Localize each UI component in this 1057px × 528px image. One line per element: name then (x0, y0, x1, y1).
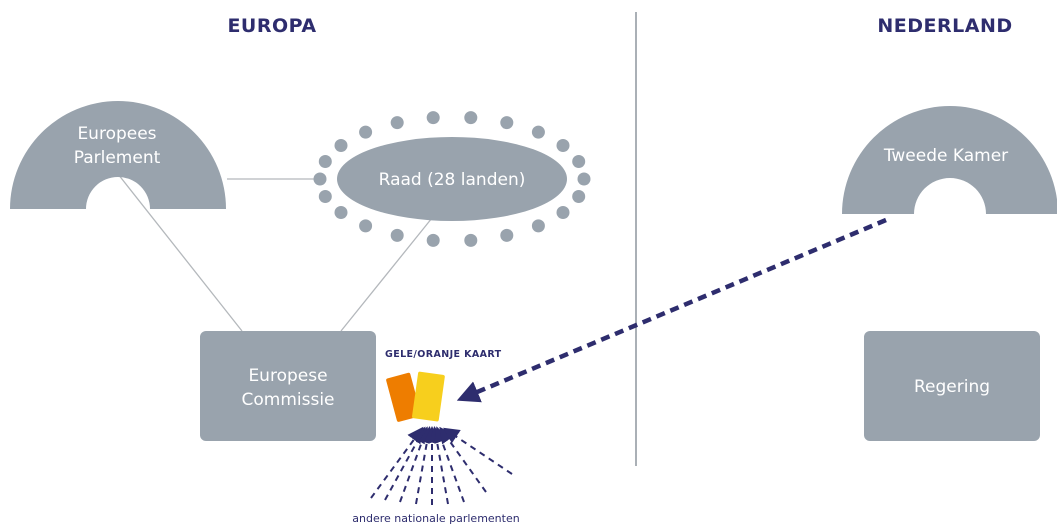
raad-seat-dot (464, 111, 478, 125)
europees-parlement-shape (10, 101, 226, 209)
raad-seat-dot (318, 190, 332, 203)
raad-seat-dot (500, 228, 514, 242)
raad-seat-dot (359, 125, 373, 139)
raad-seat-dot (390, 228, 404, 242)
raad-seat-dot (426, 111, 440, 125)
raad-seat-dot (464, 233, 478, 247)
regering-label: Regering (914, 377, 990, 397)
arrow-tweede-kamer-to-kaart (456, 217, 887, 403)
raad-seat-dots (313, 111, 591, 247)
europees-parlement-label-line2: Parlement (74, 148, 161, 168)
raad-seat-dot (313, 172, 327, 186)
arrow-nationaal-parlement (439, 426, 487, 493)
orange-card-icon (386, 372, 422, 422)
arrow-nationaal-parlement (370, 426, 424, 499)
europese-commissie-box (200, 331, 376, 441)
arrow-nationaal-parlement (429, 426, 449, 505)
raad-seat-dot (426, 233, 440, 247)
tweede-kamer-label: Tweede Kamer (883, 146, 1008, 166)
connector-parlement-commissie (117, 173, 243, 332)
connector-raad-commissie (340, 217, 433, 332)
connector-lines (117, 173, 433, 332)
kaart-label: GELE/ORANJE KAART (385, 349, 502, 360)
arrow-nationaal-parlement (443, 427, 513, 475)
europese-commissie-label-line1: Europese (248, 366, 327, 386)
raad-seat-dot (572, 155, 586, 168)
raad-seat-dot (318, 155, 332, 168)
europese-commissie-label-line2: Commissie (241, 390, 334, 410)
heading-europa: EUROPA (227, 15, 316, 37)
raad-seat-dot (577, 172, 591, 186)
raad-seat-dot (531, 125, 545, 139)
raad-label: Raad (28 landen) (379, 170, 526, 190)
raad-seat-dot (500, 116, 514, 130)
raad-seat-dot (390, 116, 404, 130)
raad-seat-dot (334, 139, 348, 152)
heading-nederland: NEDERLAND (877, 15, 1012, 37)
raad-seat-dot (531, 219, 545, 233)
raad-council: Raad (28 landen) (313, 111, 591, 247)
yellow-card-icon (412, 371, 445, 422)
raad-seat-dot (572, 190, 586, 203)
arrow-nationaal-parlement (415, 426, 435, 505)
tweede-kamer-shape (842, 106, 1057, 214)
regering-box (864, 331, 1040, 441)
raad-seat-dot (556, 206, 570, 219)
europees-parlement-label-line1: Europees (77, 124, 156, 144)
raad-seat-dot (556, 139, 570, 152)
arrow-nationaal-parlement (434, 426, 465, 503)
arrow-nationaal-parlement (399, 426, 430, 503)
raad-shape (337, 137, 567, 221)
raad-seat-dot (359, 219, 373, 233)
raad-seat-dot (334, 206, 348, 219)
arrows-nationale-parlementen (370, 426, 513, 505)
nationale-parlementen-label: andere nationale parlementen (352, 512, 519, 525)
